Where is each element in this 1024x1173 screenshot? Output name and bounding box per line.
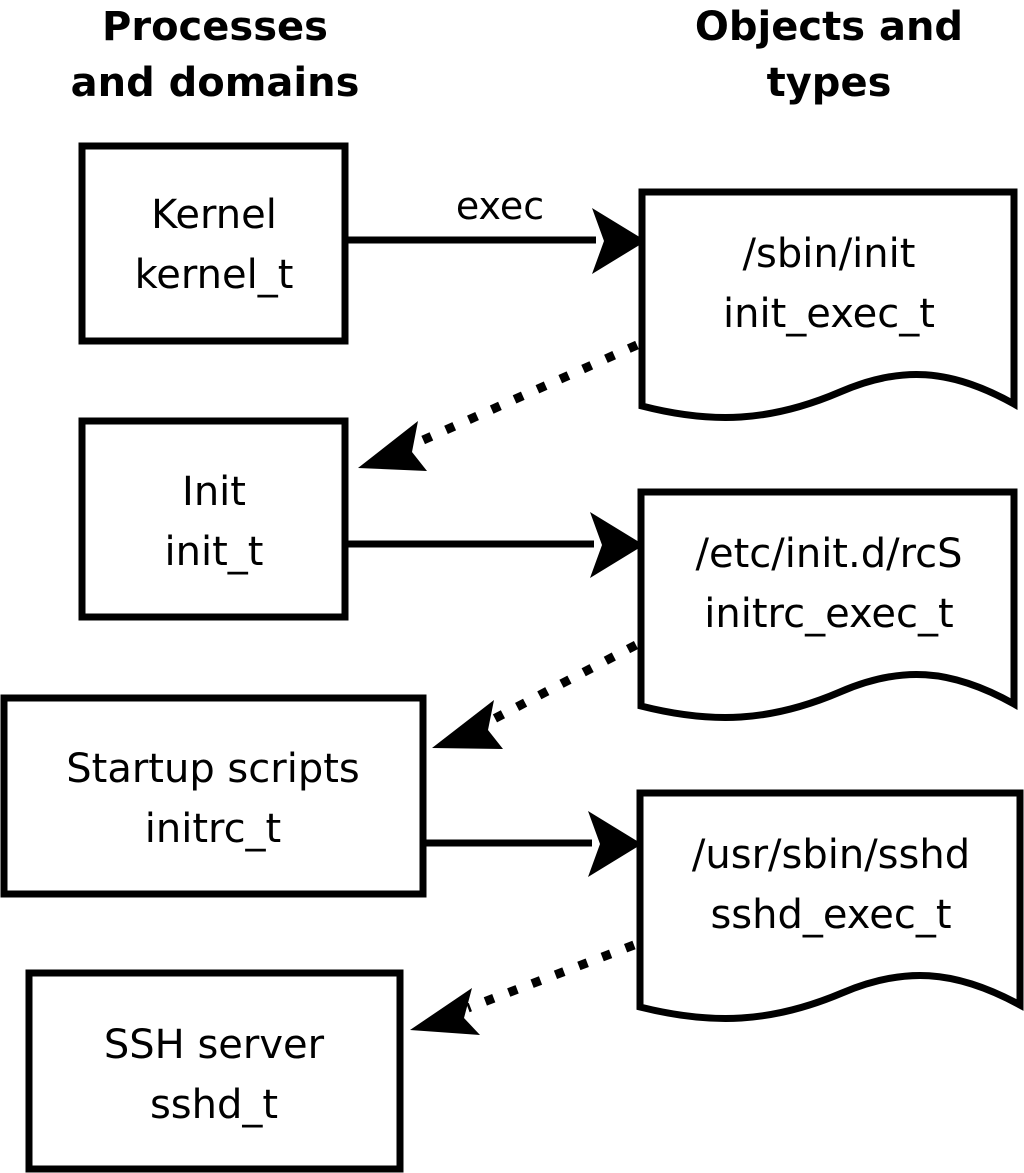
column-header-processes-line2: and domains [71,60,360,106]
edge-init-exec-transition-init [358,340,639,471]
object-node-init-exec-shape[interactable] [638,188,1018,421]
edge-initrc-exec-sshd-exec [426,811,642,877]
arrow-head-icon [592,208,646,274]
process-node-init-name: Init [182,469,246,515]
object-node-init-exec-type: init_exec_t [723,291,935,337]
edge-initrc-exec-transition-initrc [432,641,639,749]
object-node-initrc-exec-path: /etc/init.d/rcS [695,531,962,577]
object-node-sshd-exec-path: /usr/sbin/sshd [692,832,970,878]
process-node-kernel-type: kernel_t [135,252,294,298]
process-node-init-type: init_t [165,529,264,575]
edge-line-dotted [410,340,639,450]
edge-kernel-exec-init-exec: exec [348,184,646,274]
process-node-initrc-type: initrc_t [145,806,282,852]
object-node-initrc-exec-type: initrc_exec_t [704,591,953,637]
process-node-kernel[interactable]: Kernel kernel_t [78,142,349,345]
object-node-initrc-exec-shape[interactable] [637,488,1018,721]
column-header-objects: Objects and types [695,4,963,106]
arrow-head-icon [358,421,427,471]
column-header-objects-line1: Objects and [695,4,963,50]
object-node-sshd-exec[interactable]: /usr/sbin/sshd sshd_exec_t [636,789,1024,1022]
column-header-processes: Processes and domains [71,4,360,106]
arrow-head-icon [410,988,480,1035]
edge-line-dotted [466,940,636,1013]
process-node-sshd-type: sshd_t [150,1082,278,1128]
process-node-initrc-shape[interactable] [0,694,427,898]
process-node-sshd[interactable]: SSH server sshd_t [25,969,404,1173]
column-header-objects-line2: types [767,60,892,106]
edge-label-exec: exec [456,184,544,228]
process-node-init[interactable]: Init init_t [78,417,349,621]
process-node-kernel-name: Kernel [151,192,277,238]
arrow-head-icon [590,512,644,578]
process-node-initrc[interactable]: Startup scripts initrc_t [0,694,427,898]
process-node-initrc-name: Startup scripts [66,746,359,792]
arrow-head-icon [588,811,642,877]
edge-sshd-exec-transition-sshd [410,940,636,1035]
process-node-sshd-shape[interactable] [25,969,404,1173]
object-node-initrc-exec[interactable]: /etc/init.d/rcS initrc_exec_t [637,488,1018,721]
edge-init-exec-initrc-exec [348,512,644,578]
edge-line-dotted [485,641,639,726]
object-node-init-exec[interactable]: /sbin/init init_exec_t [638,188,1018,421]
process-node-init-shape[interactable] [78,417,349,621]
object-node-sshd-exec-shape[interactable] [636,789,1024,1022]
column-header-processes-line1: Processes [102,4,328,50]
object-node-sshd-exec-type: sshd_exec_t [710,892,951,938]
object-node-init-exec-path: /sbin/init [743,231,916,277]
process-node-kernel-shape[interactable] [78,142,349,345]
arrow-head-icon [432,700,503,749]
process-node-sshd-name: SSH server [104,1022,325,1068]
